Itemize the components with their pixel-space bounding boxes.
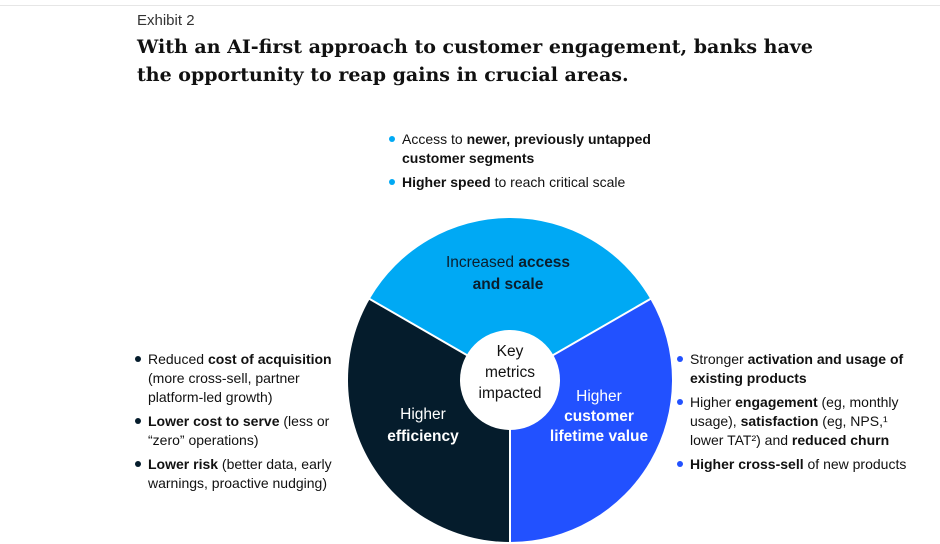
center-circle (460, 330, 560, 430)
bullet-text: “zero” operations) (148, 432, 259, 448)
label-text-run: customer (564, 408, 634, 425)
bullet-text: reduced churn (791, 432, 890, 448)
bullet-text: to reach critical scale (490, 174, 626, 190)
bullet-line: platform-led growth) (148, 388, 350, 407)
label-text-run: efficiency (387, 428, 459, 445)
bullet-line: customer segments (402, 149, 679, 168)
bullet-text: of new products (803, 456, 907, 472)
bullet-dot-icon (677, 356, 683, 362)
lifetime-bullet-item: Higher cross-sell of new products (677, 455, 927, 474)
label-text-run: Higher (576, 388, 622, 405)
bullet-text: Higher cross-sell (690, 456, 804, 472)
label-text-run: and scale (473, 276, 544, 293)
label-text-run: Key (497, 343, 524, 360)
bullet-dot-icon (389, 136, 395, 142)
bullet-line: existing products (690, 369, 927, 388)
bullet-line: lower TAT²) and reduced churn (690, 431, 927, 450)
bullet-line: Higher engagement (eg, monthly (690, 393, 927, 412)
bullet-text: Access to (402, 131, 467, 147)
bullet-dot-icon (135, 356, 141, 362)
bullet-dot-icon (677, 399, 683, 405)
bullet-text: Stronger (690, 351, 748, 367)
bullet-text: engagement (735, 394, 818, 410)
segment-label-lifetime: Higher customer lifetime value (550, 388, 649, 445)
bullet-line: usage), satisfaction (eg, NPS,¹ (690, 412, 927, 431)
bullet-text: Reduced (148, 351, 208, 367)
bullet-line: Higher speed to reach critical scale (402, 173, 679, 192)
bullet-text: (eg, monthly (817, 394, 899, 410)
bullet-text: (more cross-sell, partner (148, 370, 300, 386)
label-text-run: lifetime value (550, 428, 649, 445)
bullet-text: (eg, NPS,¹ (818, 413, 888, 429)
bullet-text: satisfaction (740, 413, 819, 429)
bullet-text: Lower cost to serve (148, 413, 280, 429)
bullet-text: usage), (690, 413, 741, 429)
bullet-text: cost of acquisition (207, 351, 332, 367)
bullet-line: (more cross-sell, partner (148, 369, 350, 388)
bullet-line: Lower cost to serve (less or (148, 412, 350, 431)
center-label: Key metrics impacted (479, 343, 542, 402)
bullet-dot-icon (135, 461, 141, 467)
bullet-line: Access to newer, previously untapped (402, 130, 679, 149)
bullet-line: Higher cross-sell of new products (690, 455, 927, 474)
label-text-run: impacted (479, 385, 542, 402)
page-title: With an AI-first approach to customer en… (137, 36, 813, 86)
bullet-line: Stronger activation and usage of (690, 350, 927, 369)
bullet-dot-icon (135, 418, 141, 424)
label-text-run: metrics (485, 364, 535, 381)
bullet-line: warnings, proactive nudging) (148, 474, 350, 493)
bullet-line: Lower risk (better data, early (148, 455, 350, 474)
label-text-run: Higher (400, 406, 446, 423)
label-text-run: Increased (446, 254, 518, 271)
exhibit-label: Exhibit 2 (137, 12, 195, 29)
bullet-dot-icon (389, 179, 395, 185)
bullet-line: Reduced cost of acquisition (148, 350, 350, 369)
access-bullet-item: Higher speed to reach critical scale (389, 173, 679, 192)
bullet-text: Higher speed (402, 174, 491, 190)
bullet-text: newer, previously untapped (466, 131, 651, 147)
bullet-text: existing products (690, 370, 807, 386)
bullet-line: “zero” operations) (148, 431, 350, 450)
bullet-text: platform-led growth) (148, 389, 273, 405)
bullet-text: (better data, early (218, 456, 332, 472)
top-rule (0, 5, 940, 6)
bullet-text: lower TAT²) and (690, 432, 792, 448)
bullet-list-efficiency: Reduced cost of acquisition(more cross-s… (135, 350, 350, 498)
segment-label-efficiency: Higher efficiency (387, 406, 459, 445)
bullet-text: Lower risk (148, 456, 219, 472)
efficiency-bullet-item: Lower cost to serve (less or“zero” opera… (135, 412, 350, 450)
efficiency-bullet-item: Reduced cost of acquisition(more cross-s… (135, 350, 350, 407)
segment-label-access: Increased access and scale (446, 254, 570, 293)
bullet-text: (less or (279, 413, 330, 429)
bullet-text: activation and usage of (747, 351, 904, 367)
bullet-text: Higher (690, 394, 736, 410)
bullet-dot-icon (677, 461, 683, 467)
bullet-text: customer segments (402, 150, 535, 166)
label-text-run: access (518, 254, 570, 271)
bullet-text: warnings, proactive nudging) (148, 475, 327, 491)
